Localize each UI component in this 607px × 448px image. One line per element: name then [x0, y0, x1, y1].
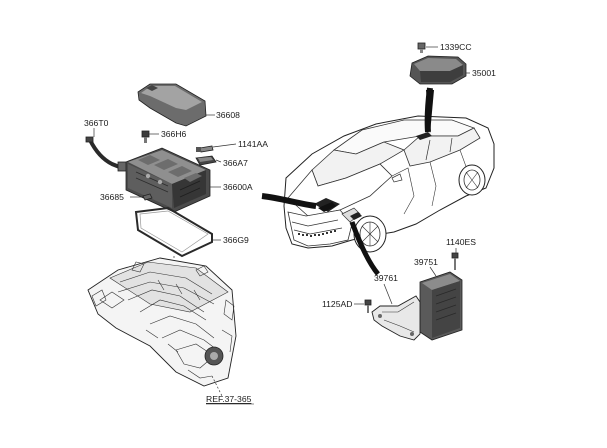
bolt-366H6 [141, 130, 150, 143]
label-35001: 35001 [472, 68, 496, 78]
label-1141AA: 1141AA [238, 139, 268, 149]
rear-wheel [458, 164, 486, 196]
bolt-1140ES [451, 252, 459, 270]
harness-366T0 [85, 136, 129, 172]
label-39751: 39751 [414, 257, 438, 267]
vehicle [283, 115, 495, 253]
gasket-366G9 [134, 206, 213, 258]
bracket-39761 [371, 295, 421, 341]
bolt-1125AD [364, 299, 372, 313]
reference-label[interactable]: REF.37-365 [206, 394, 252, 404]
bolt-1141AA [196, 145, 214, 153]
label-39761: 39761 [374, 273, 398, 283]
label-1125AD: 1125AD [322, 299, 352, 309]
clip-36685 [142, 193, 153, 201]
cover-36608 [137, 83, 207, 127]
bolt-1339CC [417, 42, 426, 53]
label-1140ES: 1140ES [446, 237, 476, 247]
ecu-39751 [419, 271, 463, 341]
label-366A7: 366A7 [223, 158, 248, 168]
callout-arrows [261, 87, 434, 276]
label-36600A: 36600A [223, 182, 253, 192]
motor-assembly [87, 257, 237, 387]
module-35001 [409, 42, 470, 85]
label-36685: 36685 [100, 192, 124, 202]
clip-366A7 [195, 155, 217, 166]
label-36608: 36608 [216, 110, 240, 120]
label-366H6: 366H6 [161, 129, 187, 139]
label-366G9: 366G9 [223, 235, 249, 245]
label-366T0: 366T0 [84, 118, 109, 128]
label-1339CC: 1339CC [440, 42, 472, 52]
